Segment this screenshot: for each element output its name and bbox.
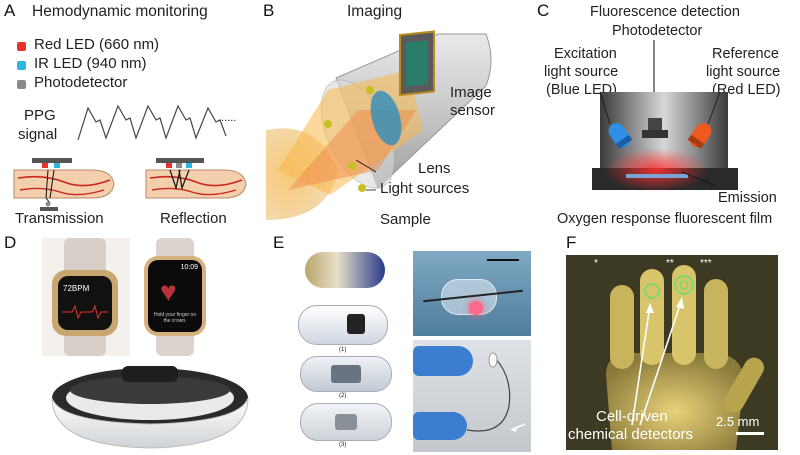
label-photodetector: Photodetector [612,23,703,39]
label-sample: Sample [380,211,431,228]
caption-chemical-detectors: chemical detectors [568,426,694,443]
reference-line-3: (Red LED) [712,82,781,98]
panel-letter-e: E [273,233,285,252]
red-light-glow [469,301,483,315]
capsule-endoscope-open [305,252,385,288]
capsule-electronics [331,365,361,383]
legend-red-led: Red LED (660 nm) [34,36,160,53]
panel-a-title: Hemodynamic monitoring [32,3,208,20]
fluorescence-diagram [592,40,738,192]
label-lens: Lens [418,160,451,177]
smartwatch-ecg-photo: 72BPM [42,238,130,356]
reference-line-1: Reference [712,46,779,62]
watch-instruction: Hold your finger on the crown. [153,312,197,324]
capsule-photo-lit [413,251,531,336]
capsule-endoscope-2 [300,356,392,392]
ir-led-icon [17,61,26,70]
ppg-ellipsis: ...... [218,112,237,124]
marker-3: *** [700,258,712,269]
panel-letter-d: D [4,233,17,252]
gloved-hand-bottom [413,412,467,440]
excitation-line-1: Excitation [554,46,617,62]
gloved-hand-top [413,346,473,376]
legend-photodetector: Photodetector [34,74,128,91]
capsule-endoscope-1 [298,305,388,345]
scale-bar-label: 2.5 mm [716,414,760,429]
panel-letter-b: B [263,1,275,20]
ppg-waveform [77,104,227,141]
legend-ir-led: IR LED (940 nm) [34,55,147,72]
excitation-line-2: light source [544,64,619,80]
marker-2: ** [666,258,674,269]
headband-device [51,366,249,449]
label-sensor: sensor [450,102,496,119]
ppg-label: PPG [24,107,56,124]
hand-photo: * ** *** Cell-driven chemical detectors … [566,255,778,450]
label-image: Image [450,84,492,101]
label-fluorescent-film: Oxygen response fluorescent film [557,211,773,227]
red-led-icon [17,42,26,51]
panel-letter-f: F [566,233,577,252]
panel-b-title: Imaging [347,3,403,20]
panel-letter-c: C [537,1,550,20]
panel-letter-a: A [4,1,16,20]
watch-time: 10:09 [180,264,198,271]
reference-line-2: light source [706,64,781,80]
watch-screen: 72BPM [58,276,112,330]
caption-cell-driven: Cell-driven [596,408,668,425]
capsule-label-1: (1) [339,347,347,353]
capsule-label-2: (2) [339,393,347,399]
photodetector-icon [17,80,26,89]
panel-c-title: Fluorescence detection [590,4,740,20]
watch-bpm: 72BPM [63,284,90,293]
imaging-diagram [266,30,492,220]
caption-reflection: Reflection [160,210,227,227]
heart-icon: ♥ [160,276,177,307]
watch-screen: 10:09 ♥ Hold your finger on the crown. [148,260,202,332]
label-emission: Emission [718,190,777,206]
caption-transmission: Transmission [15,210,104,227]
excitation-line-3: (Blue LED) [546,82,617,98]
marker-1: * [594,258,598,269]
reflection-diagram [145,158,247,199]
transmission-diagram [13,158,115,211]
smartwatch-heart-photo: 10:09 ♥ Hold your finger on the crown. [138,238,212,356]
scale-bar [487,259,519,261]
ppg-signal-label: signal [18,126,58,143]
capsule-photo-hand [413,340,531,452]
capsule-label-3: (3) [339,442,347,448]
capsule-electronics [347,314,365,334]
label-light-sources: Light sources [380,180,470,197]
capsule-endoscope-3 [300,403,392,441]
capsule-electronics [335,414,357,430]
